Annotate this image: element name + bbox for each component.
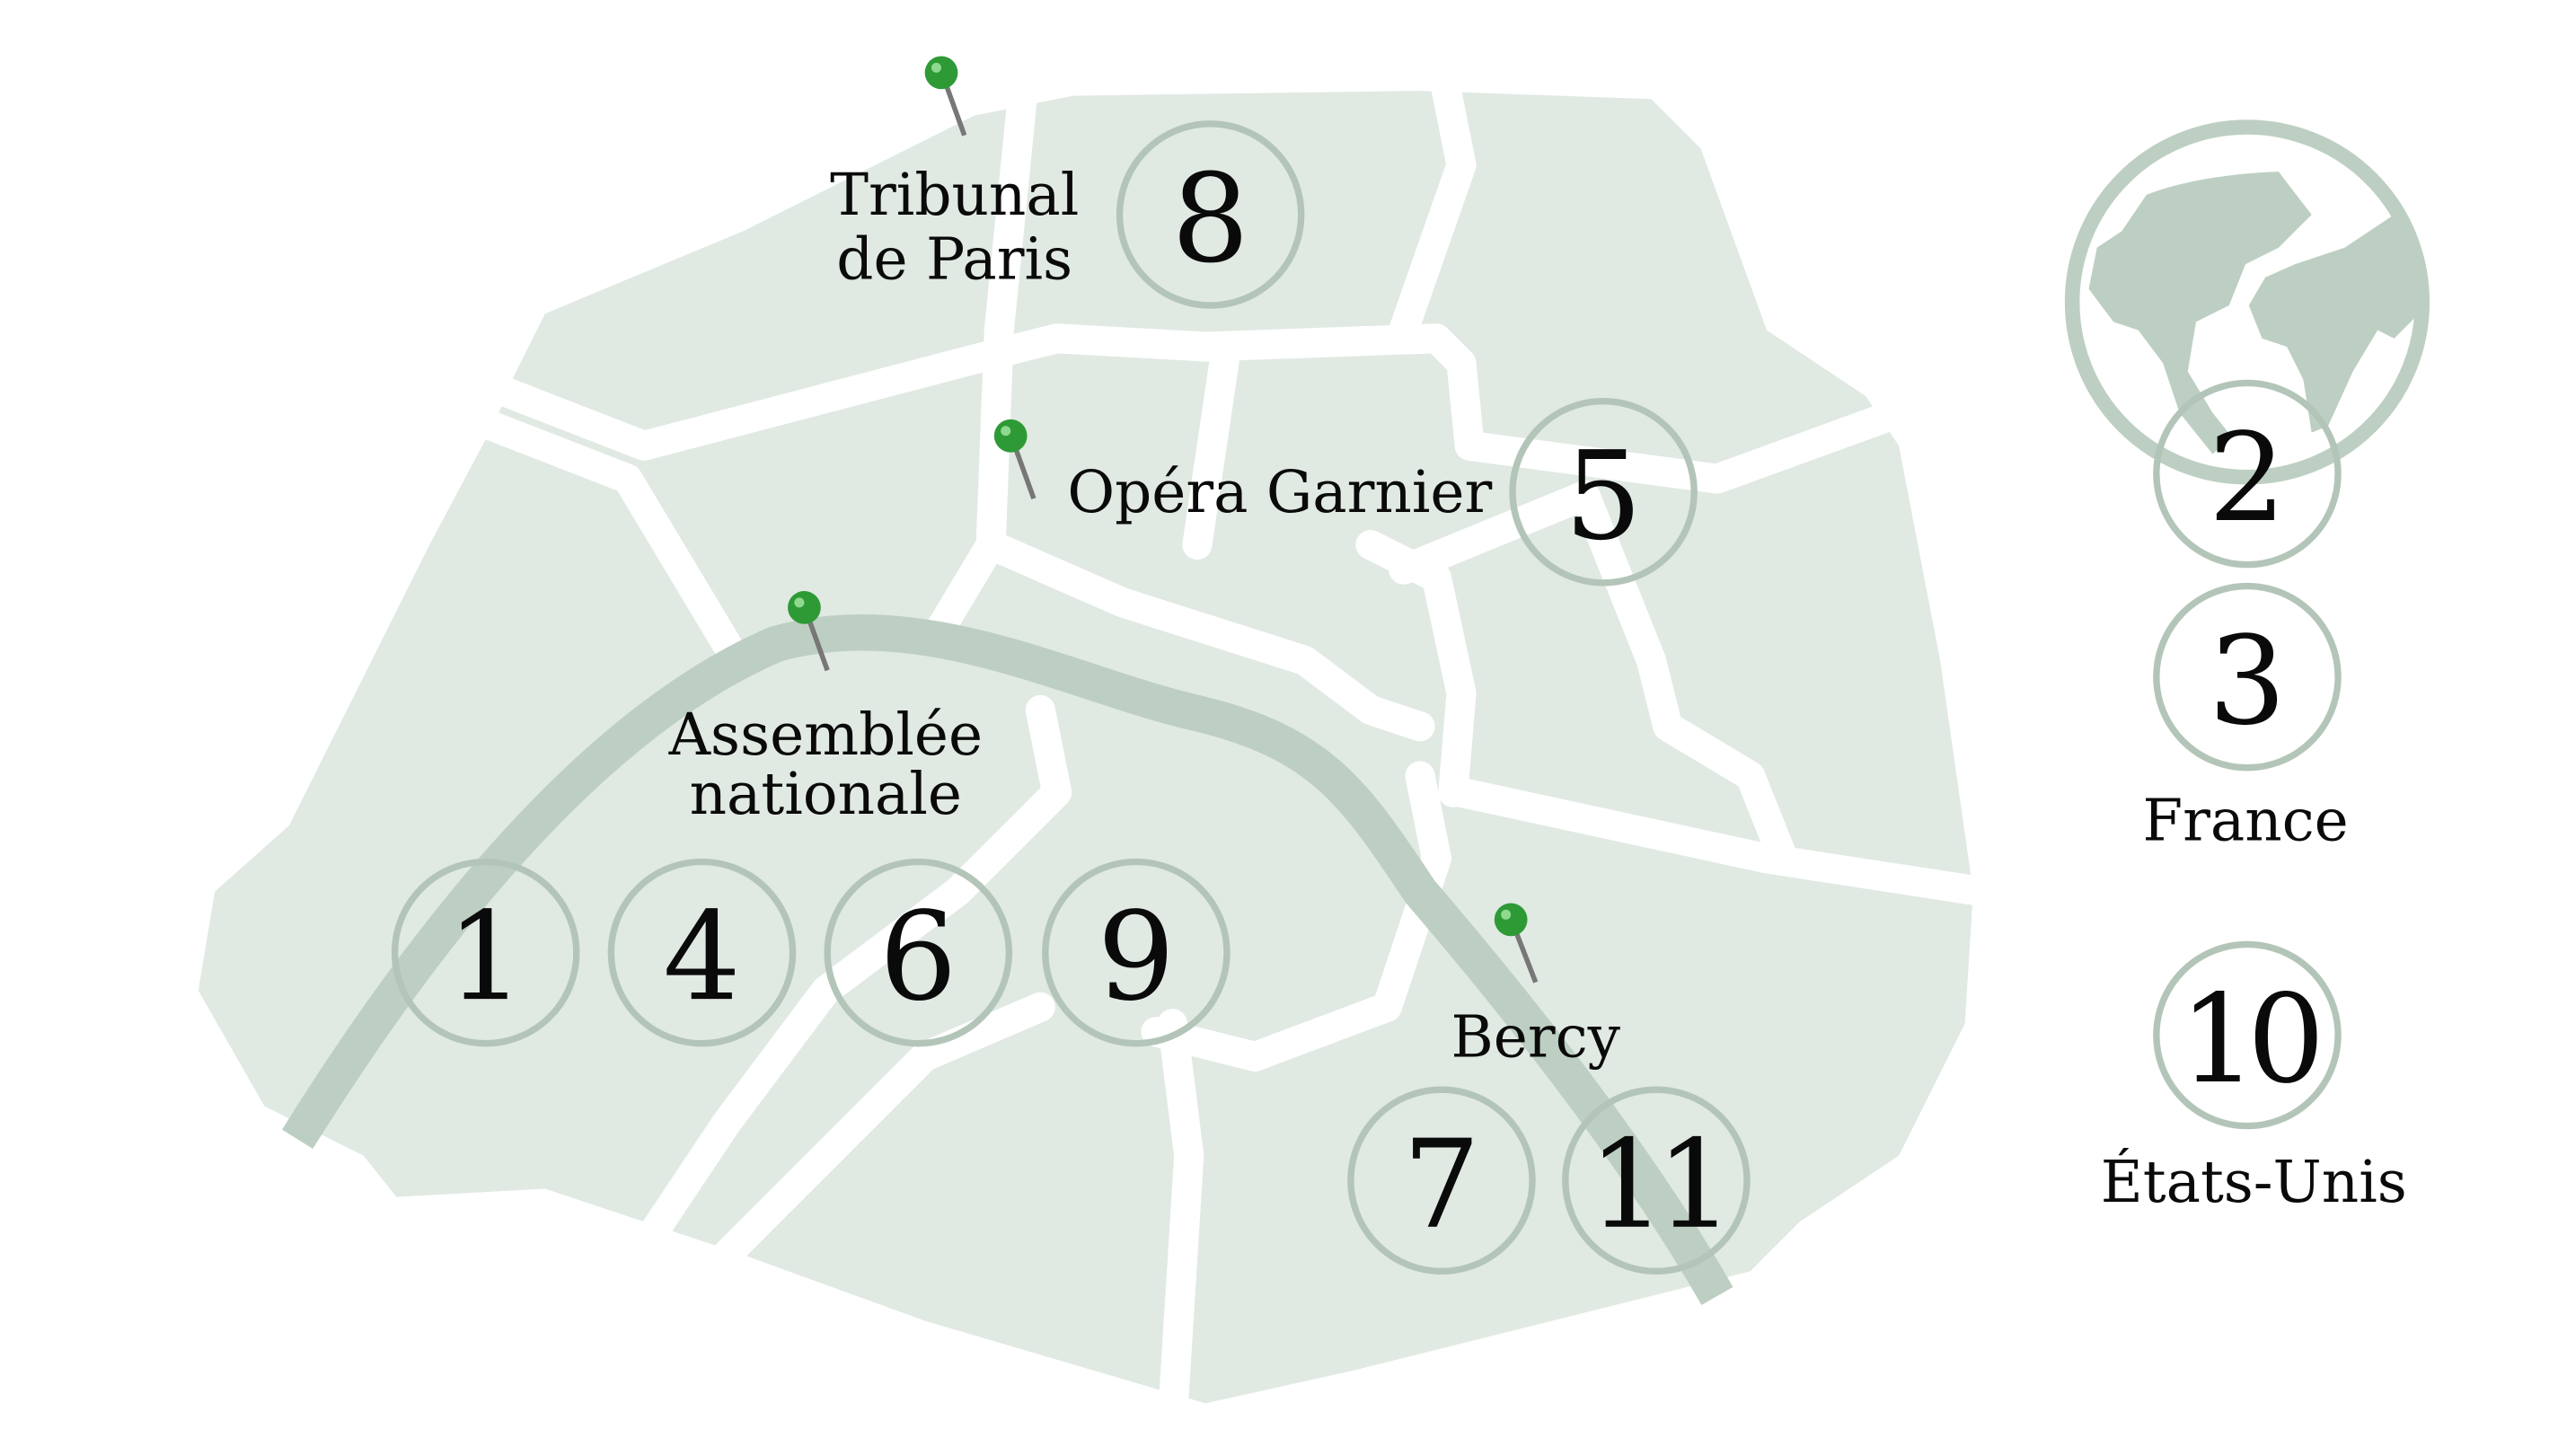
svg-text:9: 9 — [1098, 887, 1176, 1028]
svg-text:7: 7 — [1403, 1115, 1481, 1257]
pin-icon — [924, 56, 967, 137]
svg-text:6: 6 — [879, 887, 957, 1028]
label-tribunal-2: de Paris — [836, 226, 1072, 294]
streets — [463, 67, 1997, 1435]
pin-icon — [788, 591, 830, 672]
globe-icon — [2064, 119, 2430, 485]
svg-text:1: 1 — [446, 887, 525, 1028]
marker-3: 3 — [2153, 582, 2342, 772]
svg-text:4: 4 — [663, 887, 741, 1028]
marker-6: 6 — [824, 858, 1013, 1047]
label-usa: États-Unis — [2101, 1149, 2407, 1216]
marker-7: 7 — [1347, 1086, 1536, 1275]
svg-text:5: 5 — [1565, 426, 1643, 568]
svg-text:10: 10 — [2179, 969, 2317, 1111]
marker-9: 9 — [1042, 858, 1231, 1047]
marker-1: 1 — [391, 858, 580, 1047]
label-tribunal-1: Tribunal — [830, 162, 1079, 229]
svg-text:11: 11 — [1588, 1115, 1724, 1257]
svg-text:2: 2 — [2209, 408, 2287, 550]
marker-4: 4 — [607, 858, 797, 1047]
marker-8: 8 — [1116, 120, 1305, 309]
seine-river — [281, 614, 1734, 1305]
label-opera: Opéra Garnier — [1067, 459, 1492, 526]
pin-icon — [993, 419, 1037, 500]
svg-text:3: 3 — [2209, 611, 2287, 753]
svg-text:8: 8 — [1171, 148, 1249, 290]
label-bercy: Bercy — [1451, 1003, 1620, 1071]
pin-icon — [1494, 903, 1539, 984]
marker-2: 2 — [2153, 379, 2342, 569]
label-france: France — [2142, 788, 2348, 855]
marker-5: 5 — [1509, 397, 1698, 587]
marker-10: 10 — [2153, 940, 2342, 1130]
marker-11: 11 — [1562, 1086, 1751, 1275]
label-assemblee-1: Assemblée — [668, 701, 983, 769]
label-assemblee-2: nationale — [690, 761, 962, 828]
paris-outline — [198, 91, 1973, 1404]
